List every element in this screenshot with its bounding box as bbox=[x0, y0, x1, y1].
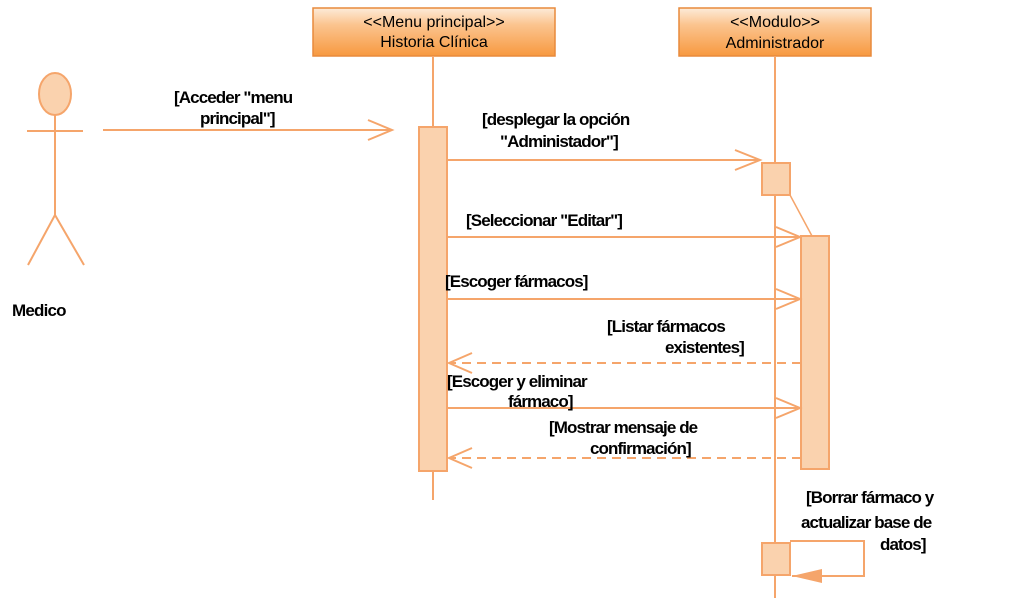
message-text: [Acceder "menu bbox=[174, 88, 293, 107]
message-label-6: [Escoger y eliminar fármaco] bbox=[447, 372, 589, 411]
message-text: [Escoger y eliminar bbox=[447, 372, 588, 391]
message-text: [desplegar la opción bbox=[482, 110, 630, 129]
message-label-8: [Borrar fármaco y actualizar base de dat… bbox=[801, 488, 936, 554]
activation-bar-small-2 bbox=[761, 542, 791, 576]
lifeline-title: Historia Clínica bbox=[380, 34, 488, 51]
activation-bar-small-1 bbox=[761, 162, 791, 196]
activation-connector bbox=[789, 194, 813, 237]
activation-bar bbox=[418, 126, 448, 472]
message-arrow bbox=[447, 288, 803, 310]
lifeline-title: Administrador bbox=[726, 35, 825, 52]
message-text: existentes] bbox=[665, 338, 744, 357]
message-text: datos] bbox=[880, 535, 926, 554]
message-label-5: [Listar fármacos existentes] bbox=[607, 317, 745, 357]
lifeline-administrador: <<Modulo>> Administrador bbox=[678, 7, 872, 598]
message-label-2: [desplegar la opción "Administador"] bbox=[482, 110, 631, 151]
return-arrow bbox=[446, 447, 801, 469]
message-text: fármaco] bbox=[508, 392, 573, 411]
message-text: [Escoger fármacos] bbox=[445, 272, 588, 291]
self-message-arrow bbox=[790, 540, 865, 583]
message-text: confirmación] bbox=[590, 439, 691, 458]
message-arrow bbox=[447, 149, 763, 171]
actor-label: Medico bbox=[12, 301, 66, 320]
message-label-3: [Seleccionar "Editar"] bbox=[466, 211, 623, 230]
message-text: [Borrar fármaco y bbox=[806, 488, 935, 507]
message-arrow bbox=[447, 397, 803, 419]
actor-head bbox=[38, 72, 72, 116]
message-arrow bbox=[103, 119, 395, 141]
message-text: [Seleccionar "Editar"] bbox=[466, 211, 622, 230]
message-text: principal"] bbox=[200, 109, 275, 128]
message-text: actualizar base de bbox=[801, 513, 932, 532]
lifeline-stereotype: <<Modulo>> bbox=[730, 14, 820, 31]
actor-left-leg bbox=[27, 214, 56, 266]
message-label-7: [Mostrar mensaje de confirmación] bbox=[549, 418, 699, 458]
actor-right-leg bbox=[54, 214, 85, 266]
message-arrow bbox=[447, 226, 803, 248]
actor-medico bbox=[27, 72, 85, 266]
lifeline-stereotype: <<Menu principal>> bbox=[363, 14, 504, 31]
message-text: "Administador"] bbox=[500, 132, 618, 151]
message-text: [Listar fármacos bbox=[607, 317, 725, 336]
lifeline-historia-clinica: <<Menu principal>> Historia Clínica bbox=[312, 7, 556, 500]
message-label-4: [Escoger fármacos] bbox=[445, 272, 589, 291]
lifeline-header bbox=[678, 7, 872, 57]
return-arrow bbox=[446, 352, 801, 374]
activation-bar bbox=[800, 235, 830, 470]
lifeline-header bbox=[312, 7, 556, 57]
message-text: [Mostrar mensaje de bbox=[549, 418, 698, 437]
message-label-1: [Acceder "menu principal"] bbox=[174, 88, 294, 128]
